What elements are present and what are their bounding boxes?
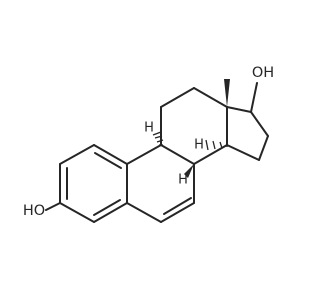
bond xyxy=(160,202,195,223)
hash-segment xyxy=(156,139,164,143)
bond xyxy=(193,144,228,165)
hydroxyl-label-ho: HO xyxy=(23,203,45,219)
molecule-structure-diagram: OH HO H H H xyxy=(23,65,274,223)
hash-segment xyxy=(152,131,162,136)
bond xyxy=(226,106,252,113)
bond xyxy=(250,111,269,137)
hashed-bonds xyxy=(152,131,228,151)
double-bond-inner xyxy=(94,152,122,169)
bond xyxy=(126,144,162,165)
bond xyxy=(45,202,61,211)
hash-segment xyxy=(212,140,216,150)
bond xyxy=(258,135,269,161)
bond xyxy=(160,87,195,108)
bond xyxy=(250,82,258,113)
bond xyxy=(93,144,128,165)
bond xyxy=(59,144,95,165)
hash-segment xyxy=(154,135,163,139)
bond xyxy=(160,144,195,165)
hash-segment xyxy=(205,139,209,151)
bond xyxy=(126,202,162,223)
stereo-wedge-bond xyxy=(184,164,194,178)
atom-labels: OH HO H H H xyxy=(23,65,274,219)
double-bond-inner xyxy=(163,197,192,215)
bond xyxy=(93,202,128,223)
bond-lines xyxy=(45,82,269,223)
stereo-hydrogen-label: H xyxy=(194,138,204,153)
methyl-wedge-bond xyxy=(224,79,230,107)
wedge-bonds xyxy=(184,79,230,178)
hash-segment xyxy=(219,141,223,149)
bond xyxy=(226,144,260,161)
bond xyxy=(193,87,228,108)
bond xyxy=(59,202,95,223)
hydroxyl-label-oh: OH xyxy=(252,65,274,81)
double-bond-inner xyxy=(93,199,121,216)
stereo-hydrogen-label: H xyxy=(178,173,188,188)
stereo-hydrogen-label: H xyxy=(144,121,154,136)
